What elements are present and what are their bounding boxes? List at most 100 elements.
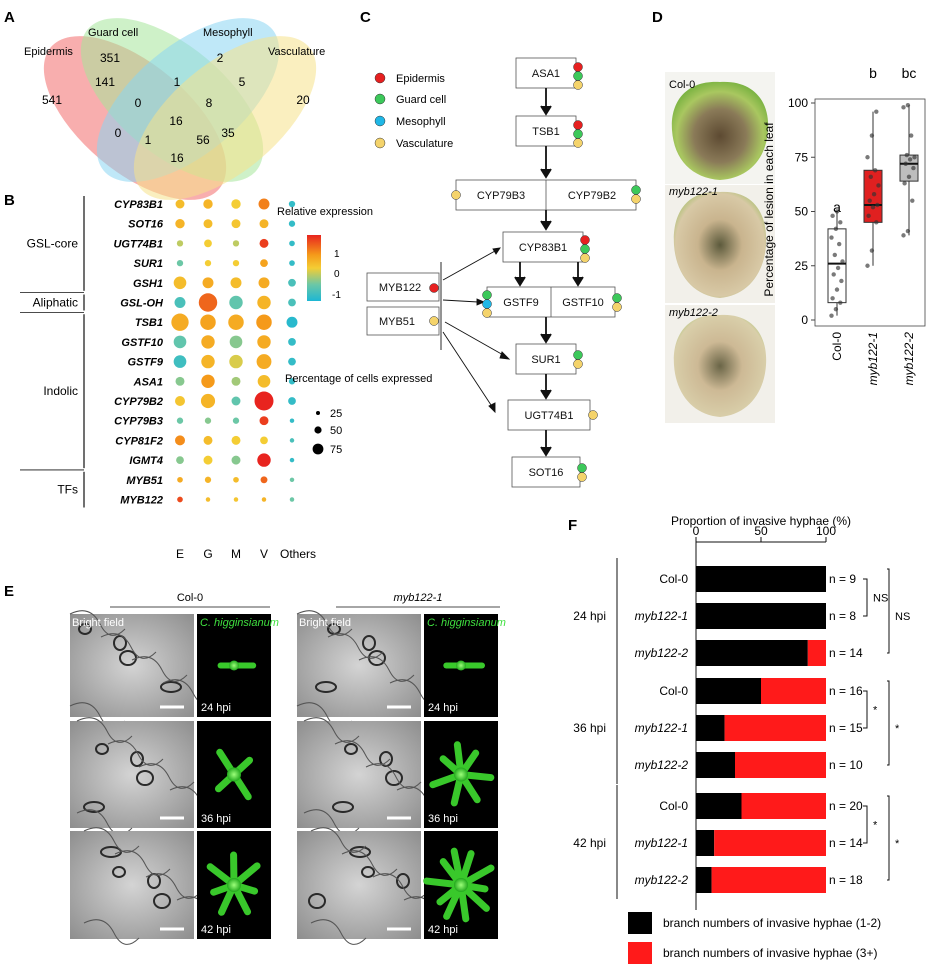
genotype-label: myb122-1 (635, 721, 688, 735)
expression-dot (232, 240, 240, 247)
venn-count: 351 (100, 51, 120, 65)
dot-vasculature (577, 472, 587, 482)
channel-label-fluorescence: C. higginsianum (200, 617, 279, 629)
data-point (870, 204, 876, 210)
genotype-label: myb122-2 (635, 646, 689, 660)
data-point (833, 306, 839, 312)
y-tick-label: 0 (801, 313, 808, 327)
venn-count: 0 (115, 126, 122, 140)
data-point (876, 183, 881, 188)
channel-label-bright-field: Bright field (72, 617, 124, 629)
expression-dot (288, 298, 296, 307)
data-point (867, 198, 872, 203)
sig-bracket (863, 578, 868, 617)
venn-count: 56 (196, 133, 210, 147)
sig-label: * (895, 723, 900, 735)
bar-segment-3plus (741, 793, 826, 819)
sig-bracket (863, 805, 868, 844)
panel-label-c: C (360, 9, 371, 26)
dot-guard-cell (631, 185, 641, 195)
column-label: Others (280, 547, 316, 561)
expression-dot (176, 259, 184, 267)
gene-label: TSB1 (135, 317, 163, 329)
cell-wall (334, 740, 391, 766)
dotplot: CYP83B1SOT16UGT74B1SUR1GSH1GSL-OHTSB1GST… (20, 196, 316, 561)
expression-dot (288, 200, 296, 208)
venn-vasculature (133, 36, 317, 200)
data-point (832, 252, 837, 258)
tf-arrow (442, 331, 494, 409)
data-point (904, 152, 909, 158)
node-label: CYP79B2 (568, 190, 616, 202)
size-legend-tick: 75 (330, 444, 342, 456)
data-point (903, 161, 908, 166)
expression-dot (260, 436, 268, 445)
venn-count: 541 (42, 93, 62, 107)
expression-dot (175, 435, 185, 446)
bar-segment-3plus (761, 678, 826, 704)
data-point (874, 109, 879, 114)
timepoint-label: 36 hpi (573, 721, 606, 735)
cell-wall (138, 763, 195, 789)
panel-c: C Epidermis Guard cell Mesophyll Vascula… (360, 9, 641, 488)
sample-size: n = 9 (829, 572, 856, 586)
expression-dot (171, 313, 189, 331)
time-label: 36 hpi (201, 813, 231, 825)
expression-dot (205, 497, 211, 502)
appressorium (361, 866, 375, 878)
group-label: GSL-core (27, 236, 79, 250)
expression-dot (257, 295, 271, 310)
expression-dot (289, 418, 295, 423)
node-label: UGT74B1 (525, 410, 574, 422)
expression-dot (231, 455, 241, 465)
data-point (829, 313, 834, 318)
venn-count: 5 (239, 75, 246, 89)
data-point (905, 102, 911, 108)
column-label: G (203, 547, 212, 561)
venn-count: 1 (145, 133, 152, 147)
y-tick-label: 50 (795, 205, 809, 219)
expression-dot (288, 378, 296, 385)
channel-label-bright-field: Bright field (299, 617, 351, 629)
expression-dot (201, 374, 215, 389)
data-point (905, 228, 911, 234)
bar-segment-1-2 (696, 830, 715, 856)
dot-guard-cell (577, 463, 587, 473)
chart-title: Proportion of invasive hyphae (%) (671, 514, 851, 528)
color-bar-tick: 1 (334, 249, 340, 260)
legend-dot-vasculature (374, 137, 386, 149)
x-tick-label: 0 (693, 524, 700, 538)
dot-epidermis (580, 235, 590, 245)
expression-dot (198, 293, 218, 312)
gene-label: GSTF9 (128, 357, 164, 369)
bar-segment-3plus (711, 867, 826, 893)
appressorium (78, 623, 92, 635)
node-label: CYP83B1 (519, 242, 567, 254)
size-legend-dot (316, 411, 320, 415)
pathway-node-labels: ASA1 TSB1 CYP79B3 CYP79B2 CYP83B1 GSTF9 … (379, 68, 616, 479)
sig-label: * (873, 820, 878, 832)
gene-label: UGT74B1 (113, 238, 163, 250)
expression-dot (258, 198, 270, 210)
appressorium (153, 893, 171, 909)
dotplot-size-legend: Percentage of cells expressed 25 50 75 (285, 373, 432, 456)
legend-dot-epidermis (374, 72, 386, 84)
sig-bracket (863, 690, 868, 729)
data-point (909, 133, 914, 138)
data-point (865, 155, 870, 160)
x-tick-label: Col-0 (830, 332, 844, 361)
expression-dot (228, 314, 244, 330)
sample-size: n = 18 (829, 873, 863, 887)
expression-dot (201, 354, 215, 369)
node-label: GSTF9 (503, 297, 538, 309)
tf-arrow (442, 299, 479, 303)
dot-guard-cell (612, 293, 622, 303)
cell-wall (107, 740, 164, 766)
expression-dot (202, 277, 214, 289)
expression-dot (204, 259, 212, 267)
node-cyp83b1 (502, 231, 584, 263)
x-tick-label: myb122-1 (866, 332, 880, 385)
dot-guard-cell (580, 244, 590, 254)
legend-label: Vasculature (396, 138, 453, 150)
